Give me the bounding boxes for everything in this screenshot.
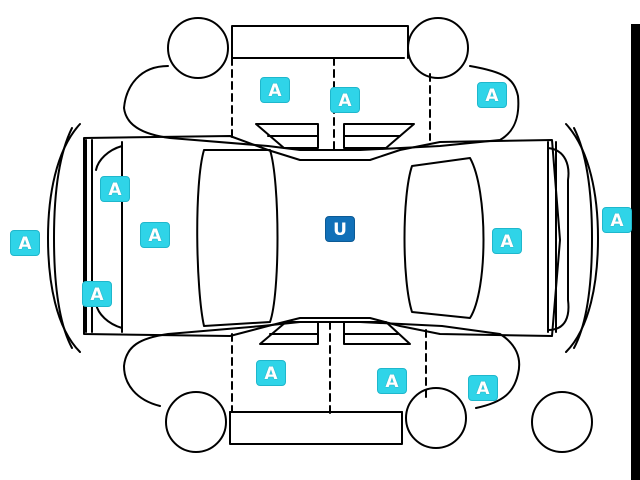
damage-badge-a[interactable]: A bbox=[477, 82, 507, 108]
damage-badge-a[interactable]: A bbox=[377, 368, 407, 394]
bottom-side-view bbox=[123, 321, 593, 453]
spare-wheel bbox=[531, 391, 593, 453]
damage-badge-a[interactable]: A bbox=[100, 176, 130, 202]
right-edge-bar bbox=[631, 24, 640, 480]
damage-badge-a[interactable]: A bbox=[330, 87, 360, 113]
damage-badge-a[interactable]: A bbox=[492, 228, 522, 254]
top-side-view bbox=[123, 17, 520, 151]
damage-badge-a[interactable]: A bbox=[256, 360, 286, 386]
damage-badge-a[interactable]: A bbox=[468, 375, 498, 401]
damage-badge-a[interactable]: A bbox=[602, 207, 632, 233]
damage-badge-a[interactable]: A bbox=[140, 222, 170, 248]
wheel-bottom-right bbox=[405, 387, 467, 449]
wheel-bottom-left bbox=[165, 391, 227, 453]
wheel-top-left bbox=[167, 17, 229, 79]
damage-badge-a[interactable]: A bbox=[10, 230, 40, 256]
damage-badge-u[interactable]: U bbox=[325, 216, 355, 242]
damage-badge-a[interactable]: A bbox=[260, 77, 290, 103]
damage-badge-a[interactable]: A bbox=[82, 281, 112, 307]
wheel-top-right bbox=[407, 17, 469, 79]
